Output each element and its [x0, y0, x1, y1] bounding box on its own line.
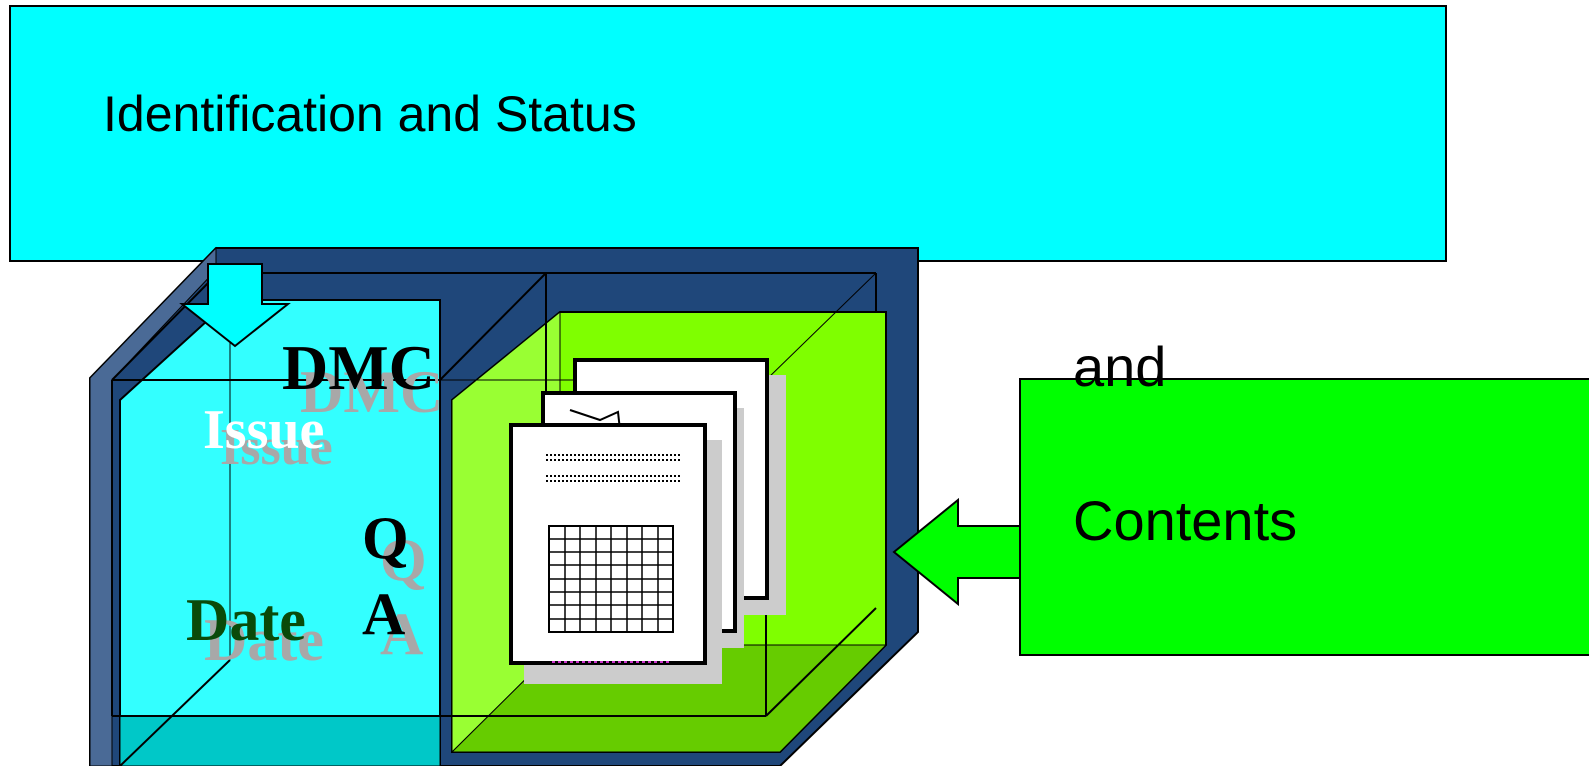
- a-label-shadow: A: [380, 601, 424, 667]
- dmc-label-shadow: DMC: [300, 359, 444, 425]
- down-arrow-icon: [179, 263, 291, 348]
- identification-status-title: Identification and Status: [103, 86, 637, 142]
- date-label: Date: [186, 587, 306, 653]
- date-label-shadow: Date: [204, 607, 324, 673]
- q-label: Q: [362, 505, 409, 571]
- document-stack-icon: [509, 358, 786, 684]
- a-label: A: [362, 581, 406, 647]
- identification-status-banner: [9, 5, 1447, 262]
- issue-label-shadow: Issue: [220, 419, 333, 476]
- issue-label: Issue: [203, 399, 325, 461]
- and-label: and: [1073, 335, 1167, 398]
- left-arrow-icon: [892, 497, 1021, 607]
- contents-title: Contents: [1073, 489, 1298, 552]
- dmc-label: DMC: [282, 332, 435, 403]
- contents-banner: [1019, 378, 1589, 656]
- q-label-shadow: Q: [380, 527, 427, 593]
